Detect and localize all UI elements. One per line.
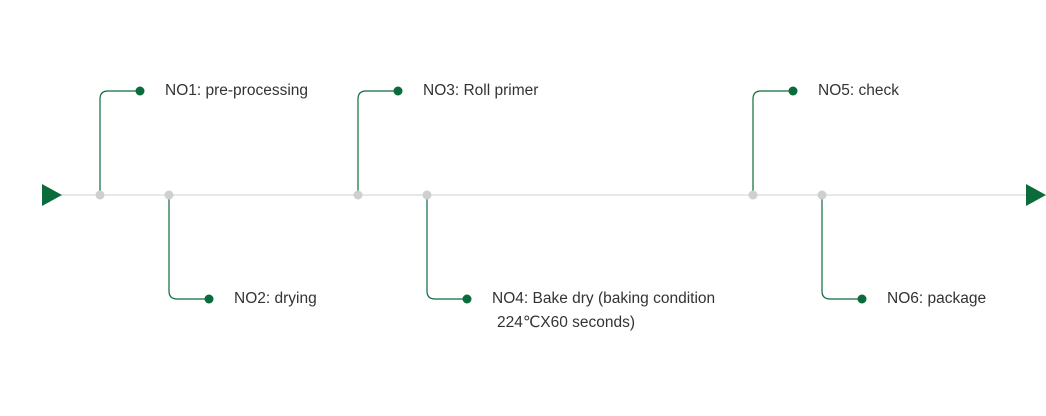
start-arrow-icon xyxy=(42,184,62,206)
step-label-no5: NO5: check xyxy=(818,82,899,99)
connector-no2 xyxy=(168,195,209,300)
endpoint-dot-no4 xyxy=(462,294,472,304)
timeline-node-no2 xyxy=(164,190,174,200)
connector-no5 xyxy=(752,90,793,195)
timeline-node-no6 xyxy=(817,190,827,200)
endpoint-dot-no2 xyxy=(204,294,214,304)
timeline-node-no5 xyxy=(748,190,758,200)
step-label-no2: NO2: drying xyxy=(234,290,317,307)
step-label-no6: NO6: package xyxy=(887,290,987,307)
end-arrow-icon xyxy=(1026,184,1046,206)
connector-no6 xyxy=(821,195,862,300)
step-label-no1: NO1: pre-processing xyxy=(165,82,309,99)
connector-no3 xyxy=(357,90,398,195)
endpoint-dot-no1 xyxy=(135,86,145,96)
endpoint-dot-no6 xyxy=(857,294,867,304)
connector-no4 xyxy=(426,195,467,300)
connector-no1 xyxy=(99,90,140,195)
endpoint-dot-no3 xyxy=(393,86,403,96)
timeline-node-no1 xyxy=(95,190,105,200)
step-label-no3: NO3: Roll primer xyxy=(423,82,539,99)
endpoint-dot-no5 xyxy=(788,86,798,96)
timeline-node-no3 xyxy=(353,190,363,200)
timeline-node-no4 xyxy=(422,190,432,200)
step-label-no4: NO4: Bake dry (baking condition 224℃X60 … xyxy=(492,290,716,331)
